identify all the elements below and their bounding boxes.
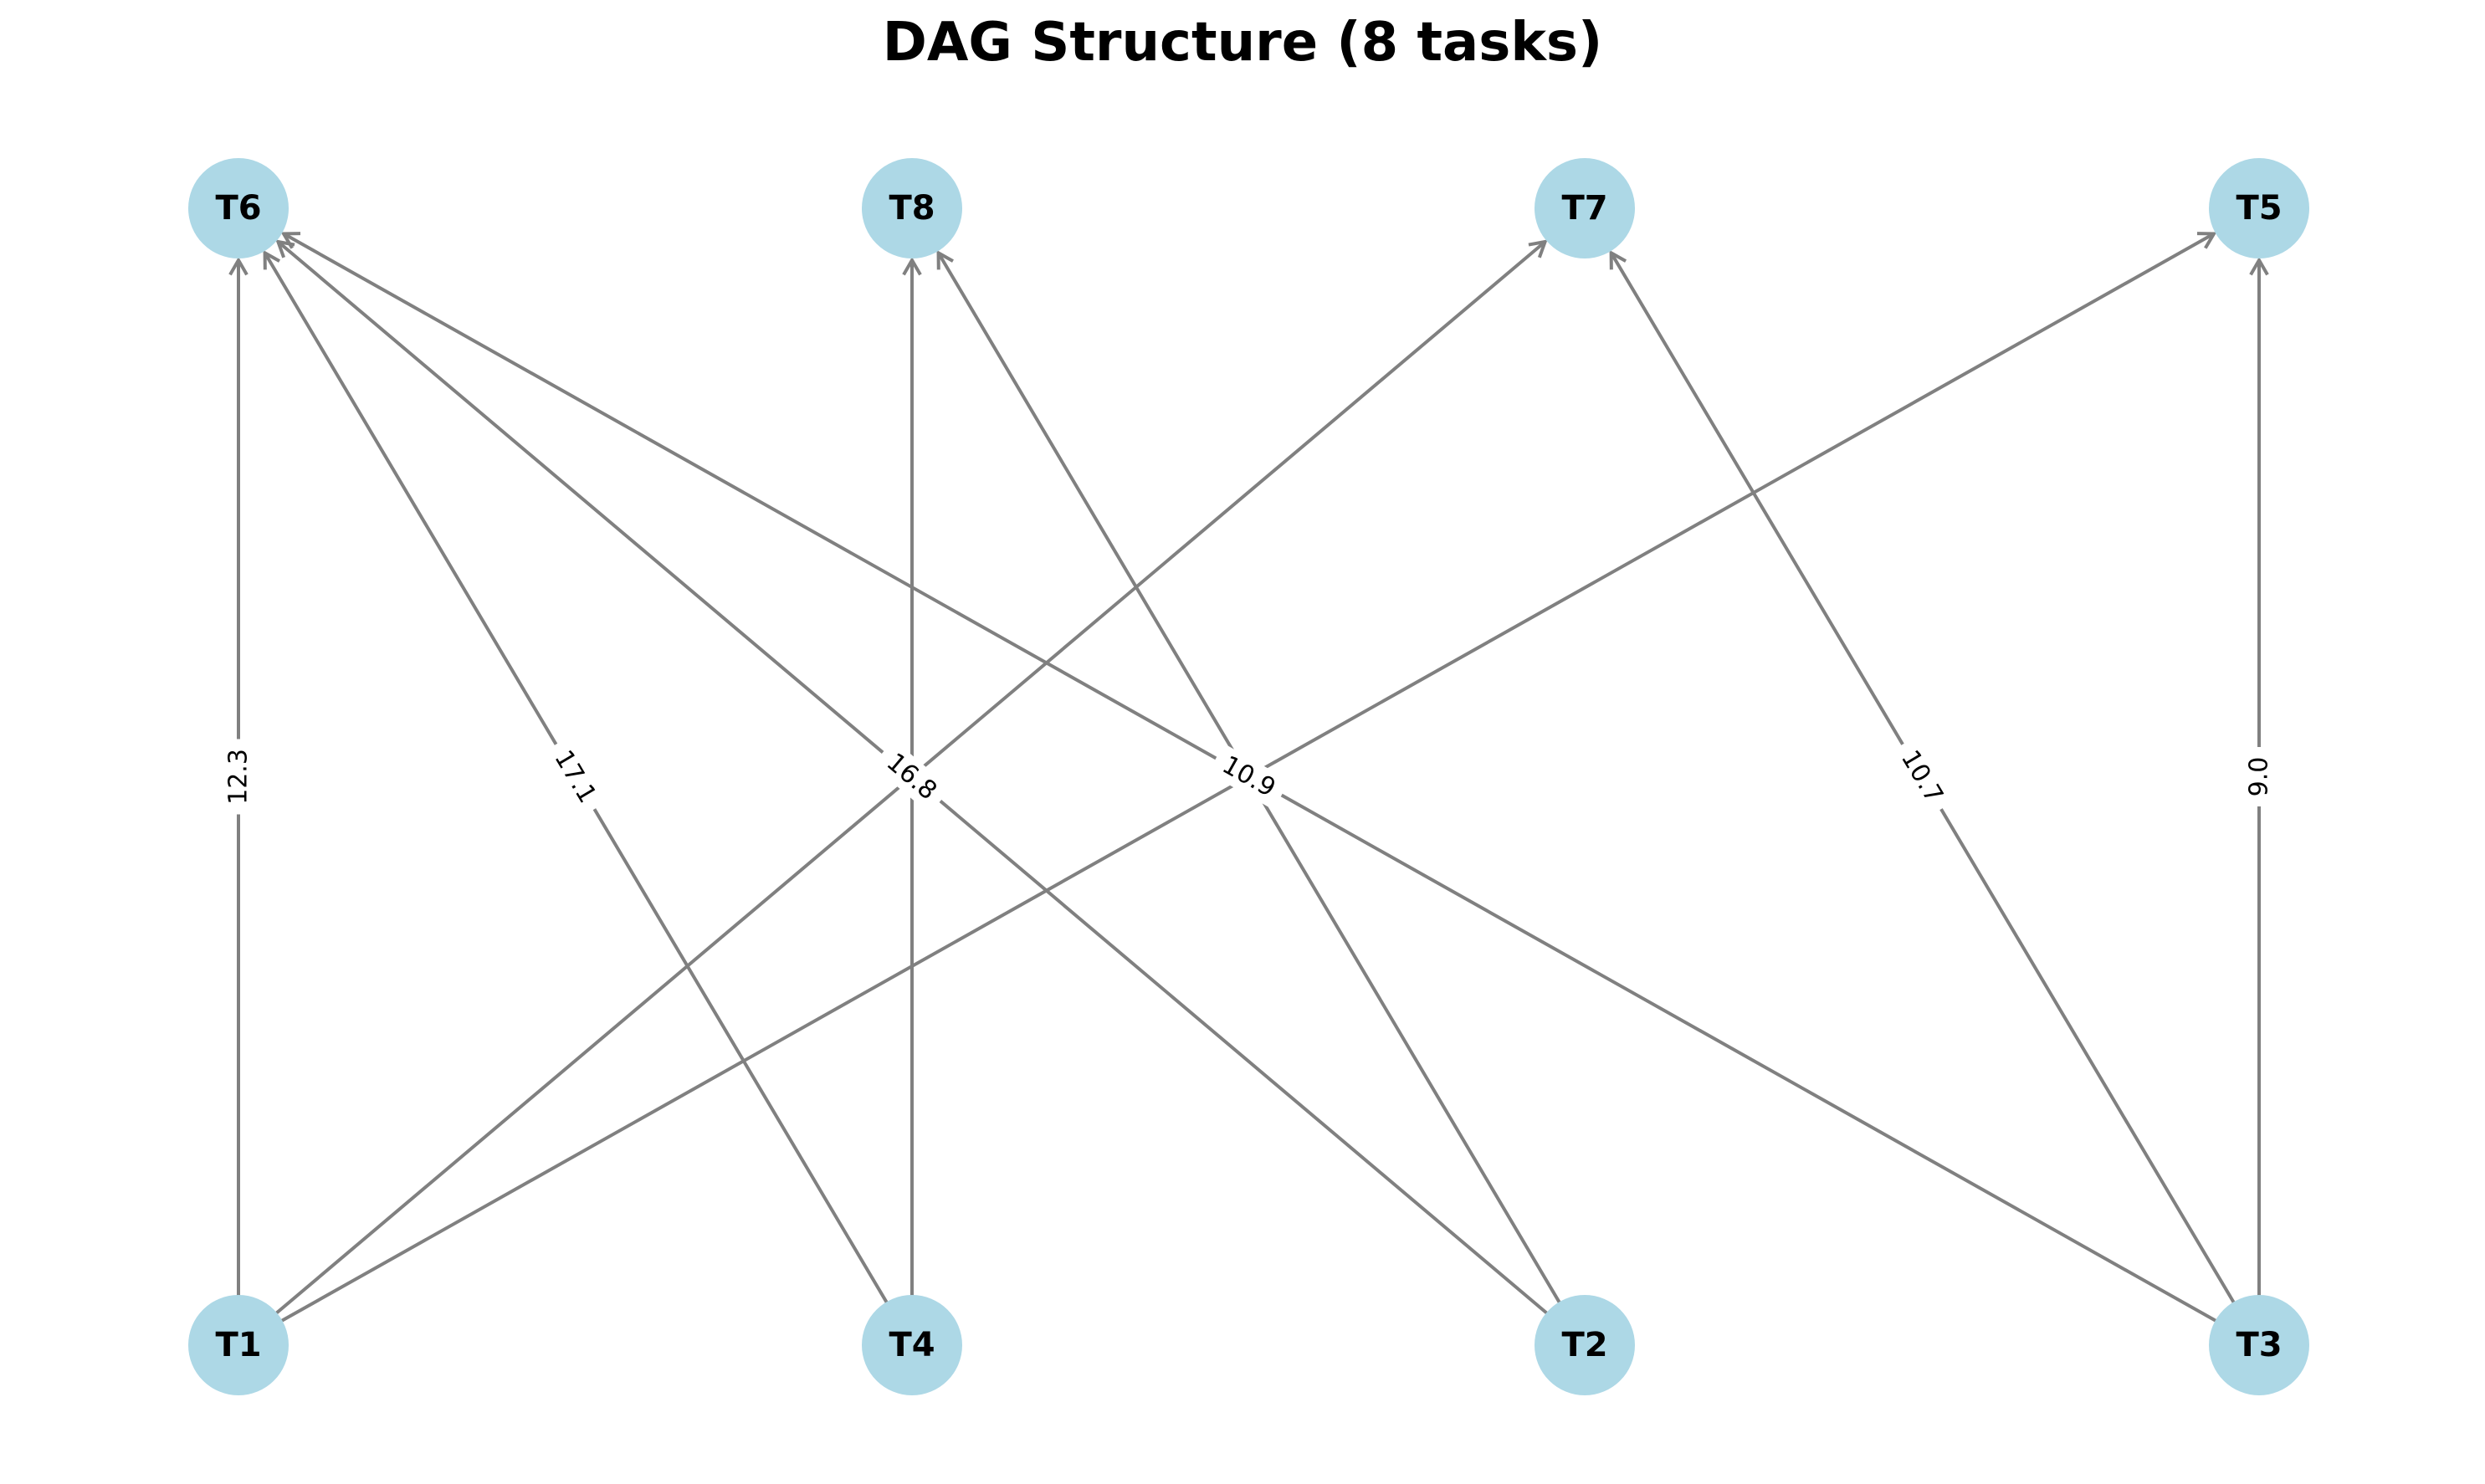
node-circle bbox=[188, 158, 289, 258]
edge-arrowhead bbox=[936, 249, 954, 270]
node-circle bbox=[188, 1295, 289, 1395]
node-circle bbox=[2209, 1295, 2309, 1395]
node-label: T6 bbox=[215, 189, 261, 228]
node-t4: T4 bbox=[862, 1295, 962, 1395]
node-t3: T3 bbox=[2209, 1295, 2309, 1395]
node-circle bbox=[862, 1295, 962, 1395]
edge-weight-label: 10.9 bbox=[1207, 744, 1290, 810]
edge-arrowhead bbox=[228, 257, 248, 276]
edge-arrowhead bbox=[263, 249, 281, 270]
node-label: T7 bbox=[1561, 189, 1607, 228]
node-label: T8 bbox=[889, 189, 935, 228]
node-label: T1 bbox=[215, 1326, 261, 1364]
node-label: T4 bbox=[889, 1326, 935, 1364]
node-t7: T7 bbox=[1535, 158, 1635, 258]
node-t5: T5 bbox=[2209, 158, 2309, 258]
edge-arrowhead bbox=[2196, 232, 2217, 249]
node-t2: T2 bbox=[1535, 1295, 1635, 1395]
edge-weight-label: 17.1 bbox=[541, 735, 609, 818]
node-circle bbox=[2209, 158, 2309, 258]
node-circle bbox=[1535, 1295, 1635, 1395]
edge-weight-label: 12.3 bbox=[222, 739, 255, 815]
node-label: T3 bbox=[2236, 1326, 2282, 1364]
edge-arrowhead bbox=[1609, 249, 1627, 270]
diagram-title: DAG Structure (8 tasks) bbox=[882, 12, 1603, 74]
edge-weight-text: 12.3 bbox=[224, 749, 254, 805]
node-t8: T8 bbox=[862, 158, 962, 258]
edge-arrowhead bbox=[1528, 239, 1548, 258]
edge-arrowhead bbox=[902, 257, 922, 276]
edge-arrowhead bbox=[2249, 257, 2269, 276]
node-t1: T1 bbox=[188, 1295, 289, 1395]
edge-weight-label: 9.0 bbox=[2242, 747, 2276, 806]
node-t6: T6 bbox=[188, 158, 289, 258]
node-circle bbox=[1535, 158, 1635, 258]
node-label: T2 bbox=[1561, 1326, 1607, 1364]
edge-arrowhead bbox=[280, 232, 301, 249]
edge-weight-text: 9.0 bbox=[2245, 757, 2274, 797]
node-label: T5 bbox=[2236, 189, 2282, 228]
edge-weight-label: 10.7 bbox=[1888, 735, 1956, 818]
node-circle bbox=[862, 158, 962, 258]
